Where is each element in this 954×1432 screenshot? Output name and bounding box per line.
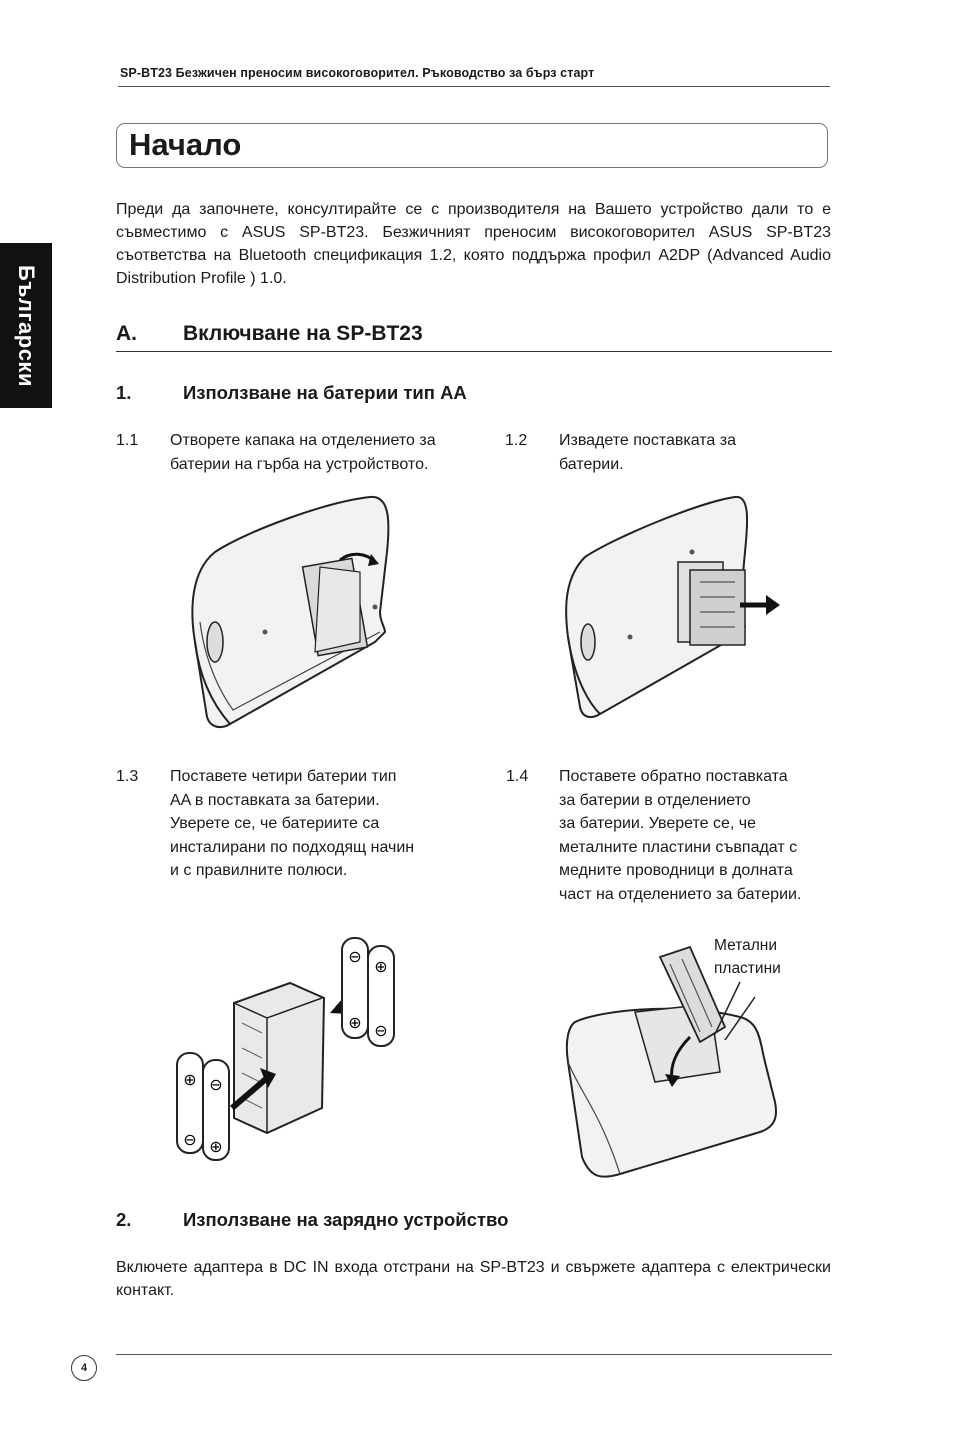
section-a-divider: [116, 351, 832, 352]
battery-icon: ⊕ ⊖: [367, 945, 395, 1047]
subsection-1-number: 1.: [116, 382, 132, 403]
svg-text:⊖: ⊖: [374, 1021, 387, 1040]
illustration-remove-battery-holder: [565, 495, 780, 719]
svg-text:⊕: ⊕: [348, 1013, 361, 1032]
page-number: 4: [71, 1355, 97, 1381]
step-1-1-number: 1.1: [116, 432, 139, 449]
battery-icon: ⊖ ⊕: [341, 937, 369, 1039]
step-1-4-number: 1.4: [506, 768, 529, 785]
metal-plates-annotation: Метални пластини: [714, 937, 781, 977]
subsection-2-number: 2.: [116, 1209, 132, 1230]
battery-icon: ⊕ ⊖: [176, 1052, 204, 1154]
step-1-2-number: 1.2: [505, 432, 528, 449]
subsection-1-heading: 1. Използване на батерии тип AA: [116, 381, 832, 405]
subsection-1-title: Използване на батерии тип AA: [183, 382, 467, 403]
title-box: [116, 123, 828, 168]
svg-text:⊕: ⊕: [209, 1137, 222, 1156]
subsection-2-title: Използване на зарядно устройство: [183, 1209, 509, 1230]
svg-text:⊖: ⊖: [183, 1130, 196, 1149]
intro-paragraph: Преди да започнете, консултирайте се с п…: [116, 201, 831, 287]
svg-text:⊕: ⊕: [374, 957, 387, 976]
language-side-tab: Български: [0, 243, 52, 408]
step-1-2-text: Извадете поставката за батерии.: [559, 432, 736, 473]
footer-divider: [116, 1354, 832, 1355]
step-1-1-text: Отворете капака на отделението за батери…: [170, 432, 436, 473]
illustration-insert-batteries: ⊖ ⊕ ⊕ ⊖ ⊕ ⊖ ⊖ ⊕: [176, 937, 395, 1161]
step-1-3-text: Поставете четири батерии тип AA в постав…: [170, 768, 415, 879]
section-a-number: A.: [116, 322, 137, 345]
illustration-reinsert-holder: [565, 945, 778, 1178]
page-title: Начало: [129, 127, 242, 162]
section-a-title: Включване на SP-BT23: [183, 322, 423, 345]
svg-text:⊖: ⊖: [209, 1075, 222, 1094]
running-header: SP-BT23 Безжичен преносим високоговорите…: [120, 66, 595, 80]
svg-text:⊖: ⊖: [348, 947, 361, 966]
step-1-3-number: 1.3: [116, 768, 139, 785]
battery-icon: ⊖ ⊕: [202, 1059, 230, 1161]
header-divider: [118, 86, 830, 87]
subsection-2-heading: 2. Използване на зарядно устройство: [116, 1208, 832, 1232]
language-side-tab-label: Български: [14, 264, 39, 387]
svg-text:⊕: ⊕: [183, 1070, 196, 1089]
step-1-4-text: Поставете обратно поставката за батерии …: [559, 768, 802, 903]
charger-paragraph: Включете адаптера в DC IN входа отстрани…: [116, 1259, 831, 1299]
illustration-open-battery-cover: [191, 495, 390, 729]
